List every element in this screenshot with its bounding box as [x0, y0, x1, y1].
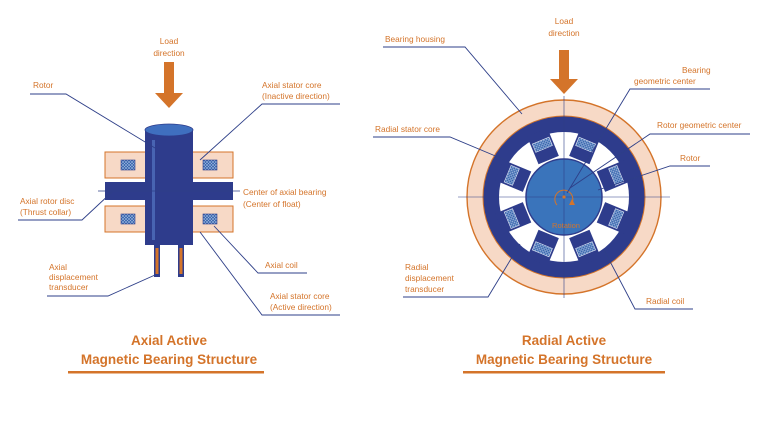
radial-transducer-leader [403, 243, 521, 298]
radial-stator-pole [596, 202, 633, 234]
radial-rotation-label: Rotation [552, 221, 580, 230]
axial-rotor-leader [30, 93, 156, 149]
radial-coil [503, 208, 520, 230]
radial-coil [608, 164, 625, 186]
radial-rotor-label: Rotor [680, 153, 701, 163]
axial-rotor-disc-label-1: Axial rotor disc [20, 196, 74, 206]
radial-rotor-center-leader [569, 133, 750, 189]
axial-coil-label: Axial coil [265, 260, 298, 270]
axial-title-line-2: Magnetic Bearing Structure [81, 352, 258, 367]
radial-stator-pole [495, 160, 532, 192]
radial-stator-poles [495, 128, 633, 266]
radial-title-line-2: Magnetic Bearing Structure [476, 352, 653, 367]
axial-displacement-transducer [154, 245, 184, 277]
radial-rotation-arrow [554, 189, 574, 206]
axial-transducer-label-3: transducer [49, 282, 88, 292]
radial-bearing-center-leader [566, 88, 710, 194]
radial-stator-pole [569, 128, 601, 165]
axial-stator-inactive-label-1: Axial stator core [262, 80, 322, 90]
radial-bearing-diagram: Load direction Rotation Bearing housing … [373, 16, 750, 374]
radial-stator-pole [527, 229, 559, 266]
axial-title-line-1: Axial Active [131, 333, 208, 348]
axial-stator-inactive-leader [199, 103, 340, 161]
radial-title-underline [463, 371, 665, 374]
axial-stator-active-label-2: (Active direction) [270, 302, 332, 312]
axial-coil-upper-right [202, 159, 218, 171]
axial-rotor-shaft [144, 123, 194, 245]
radial-rotor-leader [597, 165, 710, 191]
axial-rotor-label: Rotor [33, 80, 54, 90]
radial-stator-leader [373, 136, 506, 161]
axial-coil-lower-left [120, 213, 136, 225]
axial-rotor-disc-label-2: (Thrust collar) [20, 207, 71, 217]
radial-load-label-1: Load [555, 16, 574, 26]
radial-housing-leader [383, 46, 523, 115]
axial-stator-inactive-label-2: (Inactive direction) [262, 91, 330, 101]
radial-bearing-center-label-1: Bearing [682, 65, 711, 75]
radial-transducer-label-3: transducer [405, 284, 444, 294]
axial-transducer-label-2: displacement [49, 272, 99, 282]
axial-load-arrow [155, 62, 183, 108]
radial-load-label-2: direction [548, 28, 580, 38]
axial-coil-leader [213, 225, 307, 274]
axial-coil-upper-left [120, 159, 136, 171]
axial-stator-active-leader [199, 231, 340, 316]
axial-transducer-leader [47, 274, 156, 297]
axial-transducer-label-1: Axial [49, 262, 67, 272]
radial-stator-pole [596, 160, 633, 192]
radial-coil [575, 241, 597, 258]
axial-load-label-1: Load [160, 36, 179, 46]
radial-center-dot [562, 195, 566, 199]
axial-coil-lower-right [202, 213, 218, 225]
radial-coil-leader [603, 249, 693, 310]
radial-title-line-1: Radial Active [522, 333, 607, 348]
radial-coil [608, 208, 625, 230]
radial-coil [531, 136, 553, 153]
radial-transducer-label-2: displacement [405, 273, 455, 283]
axial-load-label-2: direction [153, 48, 185, 58]
radial-stator-label: Radial stator core [375, 124, 440, 134]
axial-title-underline [68, 371, 264, 374]
radial-rotation-arrowhead [569, 199, 575, 205]
radial-coil-label: Radial coil [646, 296, 684, 306]
axial-center-label-2: (Center of float) [243, 199, 301, 209]
axial-rotor-disc-leader [18, 191, 113, 221]
radial-rotor-center-label: Rotor geometric center [657, 120, 742, 130]
axial-bearing-diagram: Load direction [18, 36, 340, 374]
radial-housing-label: Bearing housing [385, 34, 445, 44]
radial-stator-pole [495, 202, 532, 234]
radial-stator-pole [569, 229, 601, 266]
radial-transducer-label-1: Radial [405, 262, 429, 272]
radial-load-arrow [550, 50, 578, 94]
axial-stator-active-label-1: Axial stator core [270, 291, 330, 301]
radial-stator-pole [527, 128, 559, 165]
radial-coil [503, 164, 520, 186]
radial-coil [531, 241, 553, 258]
axial-center-label-1: Center of axial bearing [243, 187, 327, 197]
radial-bearing-center-label-2: geometric center [634, 76, 696, 86]
